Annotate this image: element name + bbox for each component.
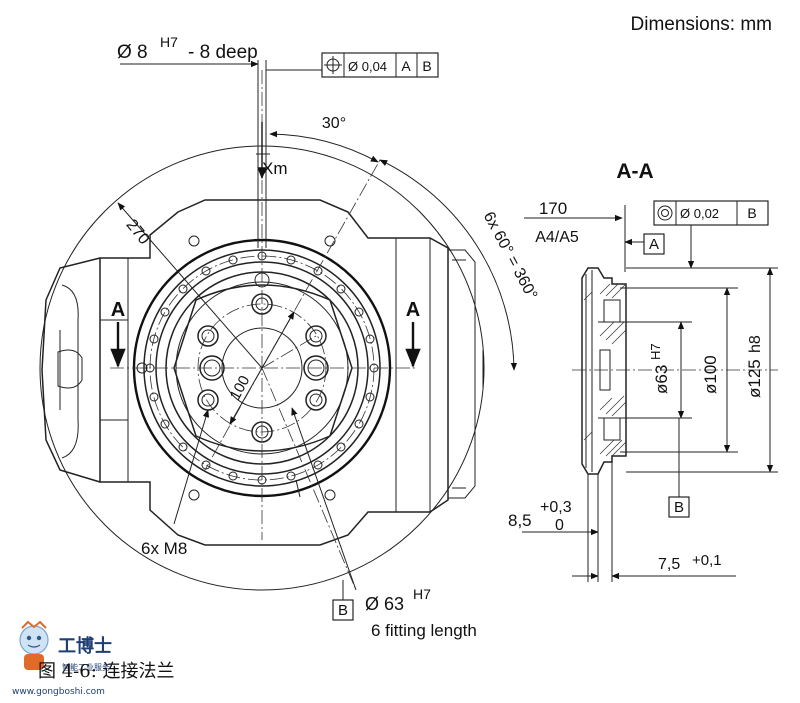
units-note: Dimensions: mm <box>631 14 772 35</box>
bore-label: Ø 63 <box>365 594 404 614</box>
dim-170: 170 <box>539 199 567 218</box>
pin-hole-depth: - 8 deep <box>188 42 258 63</box>
datum-b-section: B <box>674 499 684 516</box>
datum-b-box-section <box>668 496 690 518</box>
dia-63-label: ø63 <box>652 365 671 394</box>
variant-label: A4/A5 <box>535 229 579 246</box>
pin-hole-label: Ø 8 <box>117 42 148 63</box>
watermark-url: www.gongboshi.com <box>12 687 105 697</box>
dia-125-label: ø125 <box>745 359 764 398</box>
xm-label: Xm <box>262 159 288 178</box>
inner-pcd-label: 100 <box>227 373 254 403</box>
position-icon <box>324 56 342 74</box>
section-title: A-A <box>616 160 653 183</box>
position-tolerance-frame: Ø 0,04 A B <box>321 52 439 78</box>
right-cap <box>448 249 476 499</box>
depth-value: 8,5 <box>508 511 532 530</box>
section-marker-right: A <box>406 299 420 321</box>
bore-tolerance: H7 <box>413 586 431 602</box>
watermark-logo: 工博士 智能工业服务 www.gongboshi.com <box>8 614 168 698</box>
watermark-brand: 工博士 <box>58 635 112 657</box>
pattern-label: 6x 60° = 360° <box>480 209 540 303</box>
flange-section <box>572 267 778 475</box>
angle-label: 30° <box>322 115 346 132</box>
dia-100-label: ø100 <box>701 355 720 394</box>
left-cover <box>41 257 101 483</box>
position-tolerance-value: Ø 0,04 <box>348 59 387 74</box>
position-datum-b: B <box>422 58 431 74</box>
figure-caption: 图 4-6: 连接法兰 <box>38 661 175 682</box>
hub-outline <box>173 284 353 452</box>
dia-63-tol: H7 <box>648 343 663 360</box>
concentricity-value: Ø 0,02 <box>680 206 719 221</box>
right-slot <box>395 237 431 513</box>
spigot-tol: +0,1 <box>692 552 722 569</box>
section-view: A-A 170 A4/A5 A Ø 0,02 B <box>508 160 778 582</box>
fitting-label: 6 fitting length <box>371 621 477 640</box>
housing-outline <box>99 199 449 546</box>
datum-a-box <box>643 233 665 255</box>
thread-label: 6x M8 <box>141 539 187 558</box>
pcd-label: 270 <box>122 216 152 248</box>
position-datum-a: A <box>401 58 411 74</box>
datum-a: A <box>649 236 659 253</box>
dia-125-tol: h8 <box>747 335 764 353</box>
concentricity-icon <box>657 205 673 221</box>
pin-hole-tolerance: H7 <box>160 34 178 50</box>
section-marker-left: A <box>111 299 125 321</box>
depth-tol-upper: +0,3 <box>540 499 572 516</box>
spigot-value: 7,5 <box>658 556 680 573</box>
concentricity-datum: B <box>747 205 756 221</box>
concentricity-frame: Ø 0,02 B <box>653 200 769 269</box>
datum-b-front: B <box>338 602 348 619</box>
depth-tol-lower: 0 <box>555 517 564 534</box>
front-view: 270 100 30° 6x 60° = 360° Xm Ø 8 H7 - 8 … <box>39 34 540 640</box>
watermark-tagline: 智能工业服务 <box>62 662 110 672</box>
mascot-icon <box>19 620 49 670</box>
